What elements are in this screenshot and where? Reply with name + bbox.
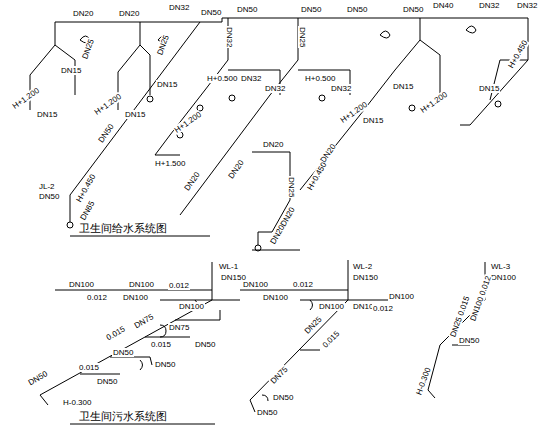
pipe-label: DN50 xyxy=(26,369,50,388)
pipe-label: H+1.200 xyxy=(92,91,124,117)
pipe-label: DN15 xyxy=(60,66,82,75)
pipe-label: DN150 xyxy=(352,273,379,282)
pipe-label: DN15 xyxy=(478,84,500,93)
pipe-label: WL-1 xyxy=(218,262,239,271)
pipe-label: DN15 xyxy=(156,80,178,89)
pipe-label: 0.012 xyxy=(86,293,108,302)
pipe-label: DN50 xyxy=(236,5,258,14)
pipe-label: DN15 xyxy=(362,116,384,125)
pipe-label: DN32 xyxy=(516,1,538,10)
pipe-label: H+0.450 xyxy=(506,38,530,71)
pipe-label: DN15 xyxy=(36,110,58,119)
pipe-label: WL-2 xyxy=(352,262,373,271)
pipe-label: JL-2 xyxy=(38,182,56,191)
pipe-label: DN50 xyxy=(300,5,322,14)
pipe-label: DN20 xyxy=(118,9,140,18)
drawing-title: 卫生间污水系统图 xyxy=(78,410,168,423)
pipe-label: 0.012 xyxy=(292,280,314,289)
pipe-label: DN50 xyxy=(96,377,118,386)
pipe-label: DN32 xyxy=(240,74,262,83)
pipe-label: DN100 xyxy=(178,302,205,311)
pipe-label: DN100 xyxy=(262,293,289,302)
pipe-label: H+1.200 xyxy=(172,109,204,135)
pipe-label: DN75 xyxy=(268,364,290,386)
pipe-label: 0.015 xyxy=(150,340,172,349)
pipe-label: WL-3 xyxy=(490,262,511,271)
pipe-label: DN50 xyxy=(272,393,294,402)
pipe-label: DN75 xyxy=(168,323,190,332)
pipe-label: DN50 xyxy=(402,5,424,14)
pipe-label: DN50 xyxy=(194,340,216,349)
pipe-label: DN50 xyxy=(256,408,278,417)
pipe-label: DN100 xyxy=(128,280,155,289)
pipe-label: H+0.500 xyxy=(304,74,336,83)
pipe-label: DN25 xyxy=(287,176,296,198)
pipe-label: DN50 xyxy=(38,192,60,201)
pipe-label: H+1.500 xyxy=(154,159,186,168)
pipe-label: DN100 0.012 xyxy=(468,274,493,323)
pipe-label: DN40 xyxy=(432,1,454,10)
pipe-label: 0.015 xyxy=(78,363,100,372)
pipe-label: DN15 xyxy=(392,82,414,91)
pipe-label: H+0.450 xyxy=(305,160,329,193)
pipe-label: H+1.200 xyxy=(418,89,450,115)
drawing-title: 卫生间给水系统图 xyxy=(78,222,168,235)
pipe-label: DN100 xyxy=(68,280,95,289)
pipe-label: DN32 xyxy=(330,84,352,93)
pipe-label: DN20 xyxy=(72,9,94,18)
pipe-label: DN50 xyxy=(346,5,368,14)
pipe-label: DN15 xyxy=(124,110,146,119)
pipe-label: DN32 xyxy=(478,1,500,10)
pipe-label: DN100 xyxy=(318,302,345,311)
pipe-label: DN20 xyxy=(262,140,284,149)
pipe-label: 0.012 xyxy=(372,304,394,313)
pipe-label: DN25 xyxy=(155,33,171,57)
pipe-label: DN50 xyxy=(458,336,480,345)
pipe-label: DN25 xyxy=(80,37,96,61)
pipe-label: DN50 xyxy=(200,8,222,17)
pipe-label: DN100 xyxy=(490,273,517,282)
pipe-label: 0.015 xyxy=(104,324,128,343)
pipe-label: 0.015 xyxy=(320,328,342,350)
pipe-label: DN100 xyxy=(122,293,149,302)
pipe-label: DN50 xyxy=(112,348,134,357)
pipe-label: DN32 xyxy=(168,3,190,12)
pipe-label: DN25 xyxy=(302,314,324,336)
pipe-label: DN20DN20 xyxy=(268,205,297,247)
pipe-label: DN32 xyxy=(264,84,286,93)
pipe-label: DN100 xyxy=(388,292,415,301)
pipe-label: DN75 xyxy=(132,312,156,331)
pipe-label: DN100 xyxy=(242,280,269,289)
pipe-label: DN50 xyxy=(154,360,176,369)
pipe-label: 0.012 xyxy=(168,281,190,290)
pipe-label: H-0.300 xyxy=(62,398,92,407)
pipe-label: DN32 xyxy=(225,26,234,48)
pipe-label: H+0.500 xyxy=(206,74,238,83)
pipe-label: H+1.200 xyxy=(10,85,42,111)
pipe-label: DN50 xyxy=(96,122,116,146)
pipe-label: H+0.450 xyxy=(74,172,98,205)
pipe-label: DN20 xyxy=(226,158,246,182)
pipe-label: DN25 xyxy=(298,26,307,48)
